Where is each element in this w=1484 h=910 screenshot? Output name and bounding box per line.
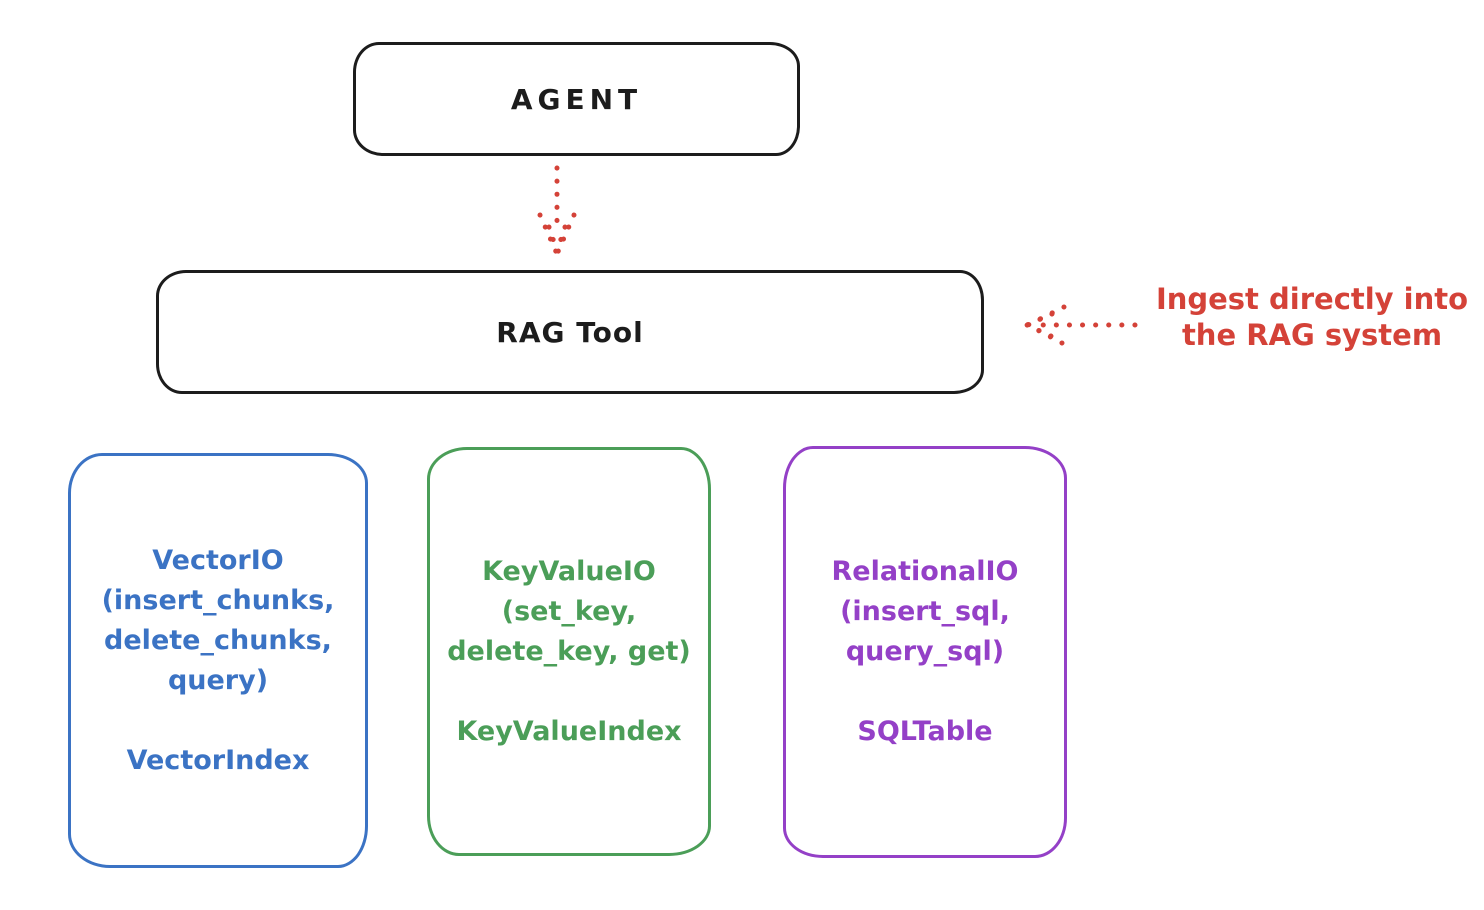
keyvalue-io-line: (set_key, [501,595,637,627]
keyvalue-io-line: delete_key, get) [447,635,691,667]
rag-tool-node: RAG Tool [156,270,984,394]
vector-io-node: VectorIO (insert_chunks, delete_chunks, … [68,453,368,868]
vector-io-line: VectorIO [152,544,284,576]
relational-io-line: query_sql) [845,636,1005,667]
keyvalue-io-line: KeyValueIO [482,555,656,587]
vector-io-line: (insert_chunks, [101,584,335,616]
annotation-to-ragtool-arrow [1024,304,1138,346]
sql-table-label: SQLTable [857,716,993,747]
rag-tool-label: RAG Tool [496,315,644,349]
relational-io-line: RelationalIO [831,556,1019,587]
vector-io-line: query) [167,664,269,696]
agent-label: AGENT [510,82,643,116]
vector-io-text: VectorIO (insert_chunks, delete_chunks, … [102,541,335,701]
agent-node: AGENT [353,42,800,156]
agent-to-ragtool-arrow [537,165,577,257]
vector-io-line: delete_chunks, [104,624,332,656]
relational-io-line: (insert_sql, [840,596,1010,627]
vector-index-label: VectorIndex [126,744,310,776]
keyvalue-index-label: KeyValueIndex [456,715,682,747]
keyvalue-io-node: KeyValueIO (set_key, delete_key, get) Ke… [427,447,711,856]
relational-io-text: RelationalIO (insert_sql, query_sql) [832,552,1019,672]
relational-io-node: RelationalIO (insert_sql, query_sql) SQL… [783,446,1067,858]
keyvalue-io-text: KeyValueIO (set_key, delete_key, get) [447,552,691,672]
ingest-annotation-line1: Ingest directly into [1155,282,1469,316]
ingest-annotation: Ingest directly into the RAG system [1140,281,1484,353]
ingest-annotation-line2: the RAG system [1181,318,1443,352]
